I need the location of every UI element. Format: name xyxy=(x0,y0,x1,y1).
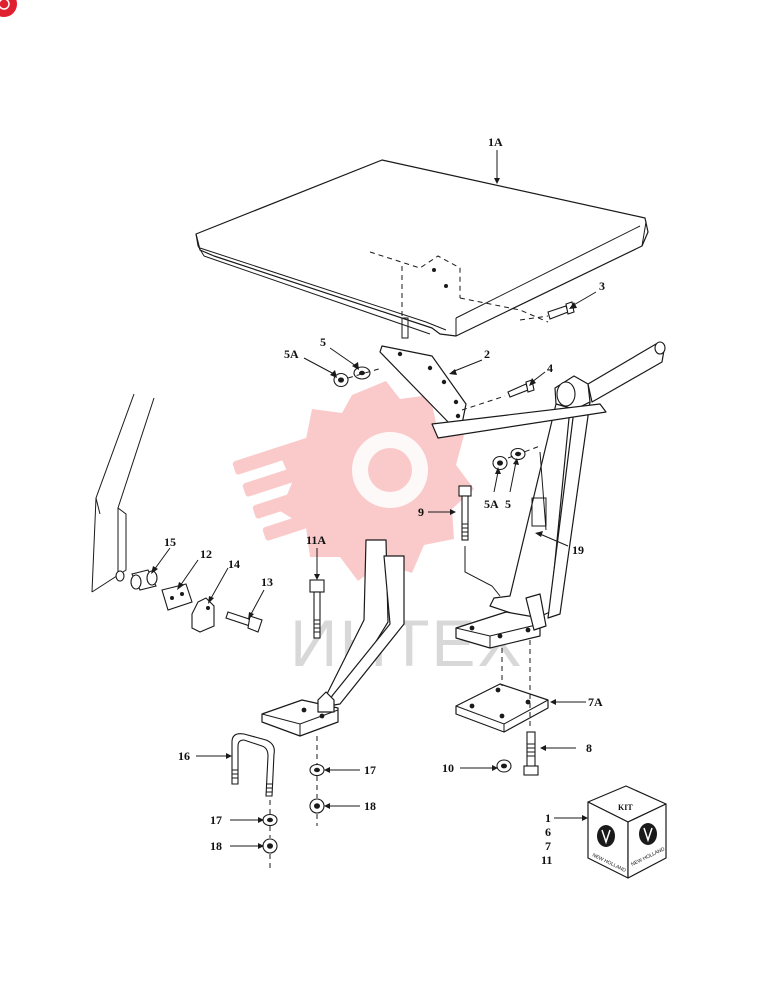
bolt-4 xyxy=(507,379,535,398)
callout-5-mid: 5 xyxy=(505,497,511,511)
kit-box-label: KIT xyxy=(618,803,633,812)
callout-5A-mid: 5A xyxy=(484,497,499,511)
plate-12 xyxy=(161,583,193,611)
washer-17-right xyxy=(309,763,325,777)
nut-5A-top xyxy=(333,372,349,388)
washer-5-top xyxy=(353,366,371,380)
bolt-13 xyxy=(225,611,263,633)
callout-14: 14 xyxy=(228,557,240,571)
kit-item-1: 1 xyxy=(545,811,551,825)
callout-4: 4 xyxy=(547,361,553,375)
kit-item-7: 7 xyxy=(545,839,551,853)
bolt-9 xyxy=(458,485,501,597)
watermark-logo xyxy=(232,381,474,581)
callout-19: 19 xyxy=(572,543,584,557)
kit-box: KIT NEW HOLLAND NEW HOLLAND xyxy=(587,785,667,879)
callout-15: 15 xyxy=(164,535,176,549)
callout-5A-top: 5A xyxy=(284,347,299,361)
bolt-3 xyxy=(519,301,575,321)
callout-17-left: 17 xyxy=(210,813,222,827)
mount-stand xyxy=(261,539,405,737)
callout-12: 12 xyxy=(200,547,212,561)
leader-lines xyxy=(151,150,597,849)
callout-7A: 7A xyxy=(588,695,603,709)
spacer-15 xyxy=(130,569,158,591)
bolt-8 xyxy=(523,731,539,776)
kit-item-11: 11 xyxy=(541,853,552,867)
mount-bracket xyxy=(379,345,506,427)
nut-18-left xyxy=(262,838,278,854)
corner-badge-icon[interactable] xyxy=(0,0,17,17)
callout-1A: 1A xyxy=(488,135,503,149)
nut-5A-mid xyxy=(492,455,508,471)
callout-18-left: 18 xyxy=(210,839,222,853)
seat-support-post xyxy=(431,341,666,649)
callout-13: 13 xyxy=(261,575,273,589)
kit-item-6: 6 xyxy=(545,825,551,839)
callout-18-right: 18 xyxy=(364,799,376,813)
callout-5-top: 5 xyxy=(320,335,326,349)
new-holland-logo-icon xyxy=(597,825,615,847)
callout-3: 3 xyxy=(599,279,605,293)
callout-10: 10 xyxy=(442,761,454,775)
callout-16: 16 xyxy=(178,749,190,763)
seat-pan xyxy=(195,159,649,339)
callout-17-right: 17 xyxy=(364,763,376,777)
clip-14 xyxy=(191,597,215,633)
new-holland-logo-side-icon xyxy=(639,823,657,845)
nut-10 xyxy=(496,759,512,773)
nut-18-right xyxy=(309,798,325,814)
callout-11A: 11A xyxy=(306,533,326,547)
u-bolt-16 xyxy=(231,733,275,797)
washer-17-left xyxy=(262,813,278,827)
callout-9: 9 xyxy=(418,505,424,519)
base-plate-7A xyxy=(455,640,549,733)
callout-2: 2 xyxy=(484,347,490,361)
fender-panel xyxy=(91,393,155,593)
callout-8: 8 xyxy=(586,741,592,755)
